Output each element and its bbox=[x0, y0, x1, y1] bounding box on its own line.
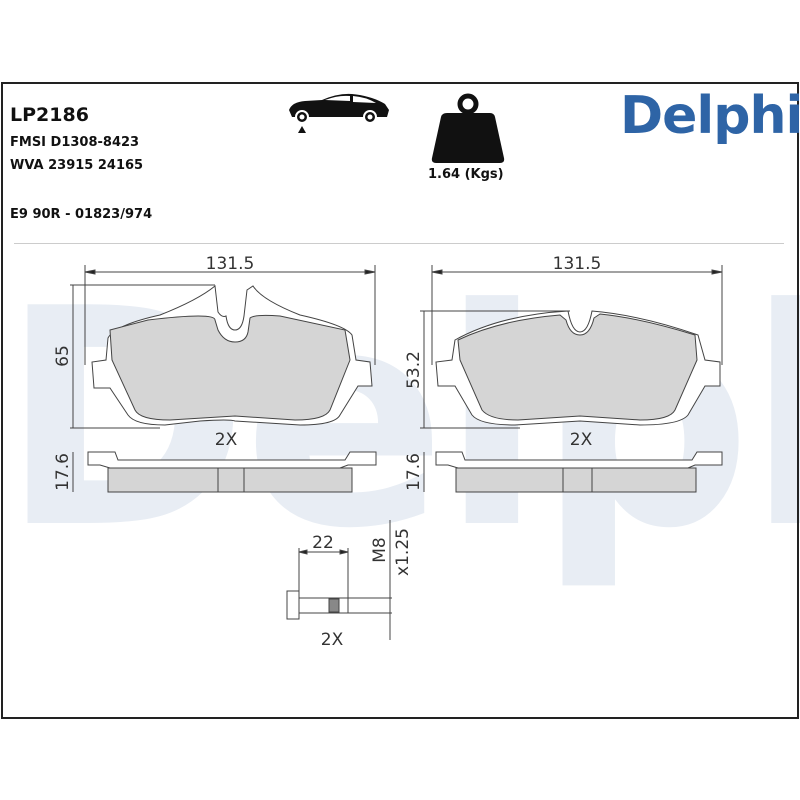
bolt-thread: M8 bbox=[370, 537, 390, 562]
pad-right-drawing bbox=[420, 265, 723, 493]
delphi-logo: Delphi bbox=[620, 86, 800, 146]
datasheet-frame bbox=[1, 82, 799, 719]
bolt-qty: 2X bbox=[321, 630, 344, 650]
pad-left-thickness: 17.6 bbox=[53, 453, 73, 491]
wva-code: WVA 23915 24165 bbox=[10, 158, 144, 173]
bolt-length: 22 bbox=[312, 533, 334, 553]
divider bbox=[14, 243, 784, 244]
pad-left-height: 65 bbox=[53, 345, 73, 367]
pad-right-qty: 2X bbox=[570, 430, 593, 450]
pad-left-width: 131.5 bbox=[206, 254, 255, 274]
weight-icon bbox=[431, 93, 505, 163]
fmsi-code: FMSI D1308-8423 bbox=[10, 135, 140, 150]
part-number: LP2186 bbox=[10, 104, 89, 126]
car-front-axle-icon bbox=[289, 93, 389, 133]
bolt-pitch: x1.25 bbox=[393, 528, 413, 576]
pad-right-height: 53.2 bbox=[404, 351, 424, 389]
weight-label: 1.64 (Kgs) bbox=[428, 167, 504, 182]
pad-right-width: 131.5 bbox=[553, 254, 602, 274]
approval-code: E9 90R - 01823/974 bbox=[10, 207, 153, 222]
pad-left-qty: 2X bbox=[215, 430, 238, 450]
pad-left-drawing bbox=[70, 265, 377, 493]
bolt-drawing bbox=[286, 520, 392, 640]
pad-right-thickness: 17.6 bbox=[404, 453, 424, 491]
